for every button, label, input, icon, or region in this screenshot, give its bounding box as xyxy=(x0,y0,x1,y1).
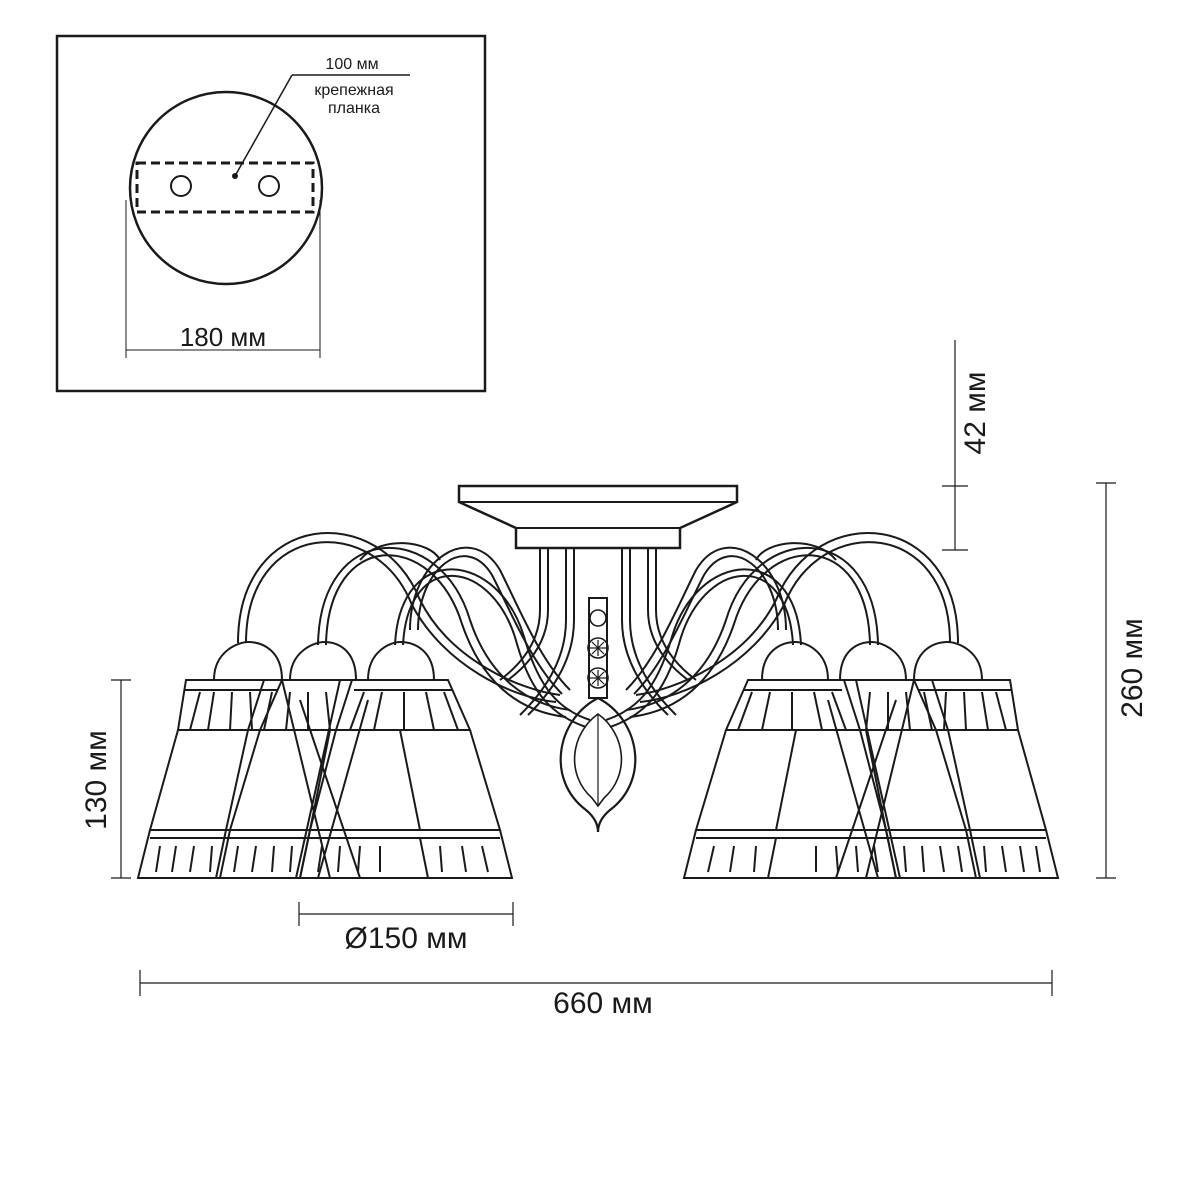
arms-left xyxy=(237,532,591,728)
arm-stems xyxy=(499,548,697,716)
canopy-diameter-label: 180 мм xyxy=(180,322,266,352)
shade-height-label: 130 мм xyxy=(80,730,113,830)
inset-frame xyxy=(55,34,487,393)
bulb-caps xyxy=(212,640,984,681)
ceiling-canopy xyxy=(457,484,739,550)
inner-loops xyxy=(409,546,787,695)
shades-left xyxy=(136,679,514,879)
arms-right xyxy=(605,532,959,728)
shade-diameter-label: Ø150 мм xyxy=(345,922,468,955)
plate-name-line1: крепежная xyxy=(314,82,393,99)
plate-width-label: 100 мм xyxy=(325,56,378,73)
total-height-label: 260 мм xyxy=(1116,618,1149,718)
canopy-height-label: 42 мм xyxy=(959,372,992,455)
mounting-hole-left xyxy=(170,175,192,197)
mounting-hole-right xyxy=(258,175,280,197)
central-stem xyxy=(559,597,637,833)
dimension-lines xyxy=(111,340,1116,996)
canopy-circle xyxy=(128,90,324,286)
plate-name-line2: планка xyxy=(328,100,380,117)
mounting-inset: 100 мм крепежная планка 180 мм xyxy=(55,34,487,393)
leader-line xyxy=(234,74,293,177)
chandelier xyxy=(136,484,1060,879)
shades-right xyxy=(682,679,1060,879)
total-width-label: 660 мм xyxy=(553,987,653,1020)
mounting-plate-outline xyxy=(135,161,315,214)
